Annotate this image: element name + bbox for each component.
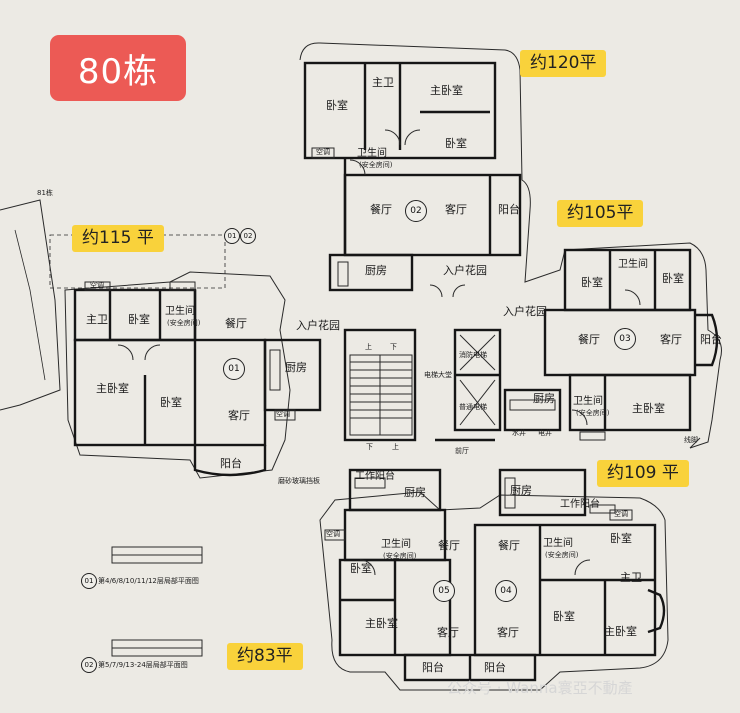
u04-bedroom-1: 卧室 (610, 532, 632, 545)
legend-ref-01: 01 (81, 573, 97, 589)
u03-dining: 餐厅 (578, 333, 600, 346)
u01-balcony: 阳台 (220, 457, 242, 470)
u03-bedroom-2: 卧室 (662, 272, 684, 285)
ref-mark-01: 01 (224, 228, 240, 244)
unit-number-02: 02 (405, 200, 427, 222)
stair-down-label-2: 下 (366, 443, 373, 451)
u04-bathroom: 卫生间 (543, 538, 573, 549)
neighbor-building-label: 81栋 (37, 189, 53, 197)
ref-mark-02: 02 (240, 228, 256, 244)
stair-down-label-1: 下 (390, 343, 397, 351)
area-tag-unit-83: 约83平 (227, 643, 303, 670)
u01-entry-garden: 入户花园 (296, 319, 340, 332)
legend-text-01: 第4/6/8/10/11/12层局部平面图 (98, 577, 199, 585)
u01-bedroom-1: 卧室 (128, 313, 150, 326)
u05-living: 客厅 (437, 626, 459, 639)
u03-living: 客厅 (660, 333, 682, 346)
watermark: 公众号 · Wanna寰亞不動產 (447, 679, 633, 697)
u04-work-balcony: 工作阳台 (560, 499, 600, 510)
u01-ac-label-2: 空调 (276, 410, 290, 418)
u03-bathroom-2: 卫生间 (573, 396, 603, 407)
u03-master-bedroom: 主卧室 (632, 402, 665, 415)
u02-bedroom-1: 卧室 (326, 99, 348, 112)
area-tag-unit-109: 约109 平 (597, 460, 689, 487)
u01-safe-room-note: (安全房间) (167, 319, 201, 327)
u03-balcony: 阳台 (700, 333, 722, 346)
u01-master-bedroom: 主卧室 (96, 382, 129, 395)
u04-ac-label: 空调 (614, 510, 628, 518)
unit-number-01: 01 (223, 358, 245, 380)
line-foot-label: 线脚 (684, 436, 698, 444)
u05-master-bedroom: 主卧室 (365, 617, 398, 630)
area-tag-unit-03: 约105平 (557, 200, 644, 227)
front-hall-label: 前厅 (455, 447, 469, 455)
u01-dining: 餐厅 (225, 317, 247, 330)
u04-kitchen: 厨房 (510, 484, 532, 497)
area-tag-unit-01: 约115 平 (72, 225, 164, 252)
u02-safe-room-note: (安全房间) (359, 161, 393, 169)
u02-bathroom: 卫生间 (357, 148, 387, 159)
u04-bedroom-2: 卧室 (553, 610, 575, 623)
u03-bedroom-1: 卧室 (581, 276, 603, 289)
unit-number-05: 05 (433, 580, 455, 602)
area-tag-unit-02: 约120平 (520, 50, 607, 77)
u02-ac-label: 空调 (316, 148, 330, 156)
unit-number-04: 04 (495, 580, 517, 602)
u05-bathroom: 卫生间 (381, 539, 411, 550)
u03-entry-garden: 入户花园 (503, 305, 547, 318)
u02-balcony: 阳台 (498, 203, 520, 216)
stair-up-label-2: 上 (392, 443, 399, 451)
water-shaft-label: 水井 (512, 429, 526, 437)
u02-kitchen: 厨房 (365, 264, 387, 277)
elevator-lobby-label: 电梯大堂 (424, 371, 452, 379)
fire-elevator-label: 消防电梯 (459, 351, 487, 359)
passenger-elevator-label: 普通电梯 (459, 403, 487, 411)
u01-bathroom: 卫生间 (165, 306, 195, 317)
core-kitchen-label: 厨房 (533, 392, 555, 405)
u04-master-bath: 主卫 (620, 571, 642, 584)
u05-safe-room-note: (安全房间) (383, 552, 417, 560)
u04-living: 客厅 (497, 626, 519, 639)
u01-glass-panel-note: 磨砂玻璃挡板 (278, 477, 320, 485)
electric-shaft-label: 电井 (538, 429, 552, 437)
u01-living: 客厅 (228, 409, 250, 422)
u05-ac-label: 空调 (326, 530, 340, 538)
u03-bathroom-1: 卫生间 (618, 259, 648, 270)
u02-master-bath: 主卫 (372, 76, 394, 89)
u02-bedroom-2: 卧室 (445, 137, 467, 150)
u03-safe-room-note: (安全房间) (576, 409, 610, 417)
u05-kitchen: 厨房 (404, 486, 426, 499)
u05-work-balcony: 工作阳台 (355, 471, 395, 482)
u04-master-bedroom: 主卧室 (604, 625, 637, 638)
legend-text-02: 第5/7/9/13-24层局部平面图 (98, 661, 188, 669)
u02-entry-garden: 入户花园 (443, 264, 487, 277)
u04-balcony: 阳台 (484, 661, 506, 674)
u02-dining: 餐厅 (370, 203, 392, 216)
u05-bedroom: 卧室 (350, 562, 372, 575)
unit-number-03: 03 (614, 328, 636, 350)
building-label: 80栋 (50, 35, 186, 101)
u02-living: 客厅 (445, 203, 467, 216)
u05-dining: 餐厅 (438, 539, 460, 552)
u01-kitchen: 厨房 (285, 361, 307, 374)
legend-ref-02: 02 (81, 657, 97, 673)
u02-master-bedroom: 主卧室 (430, 84, 463, 97)
u04-safe-room-note: (安全房间) (545, 551, 579, 559)
u01-bedroom-2: 卧室 (160, 396, 182, 409)
u05-balcony: 阳台 (422, 661, 444, 674)
u01-ac-label-1: 空调 (90, 281, 104, 289)
u01-master-bath: 主卫 (86, 313, 108, 326)
u04-dining: 餐厅 (498, 539, 520, 552)
stair-up-label-1: 上 (365, 343, 372, 351)
